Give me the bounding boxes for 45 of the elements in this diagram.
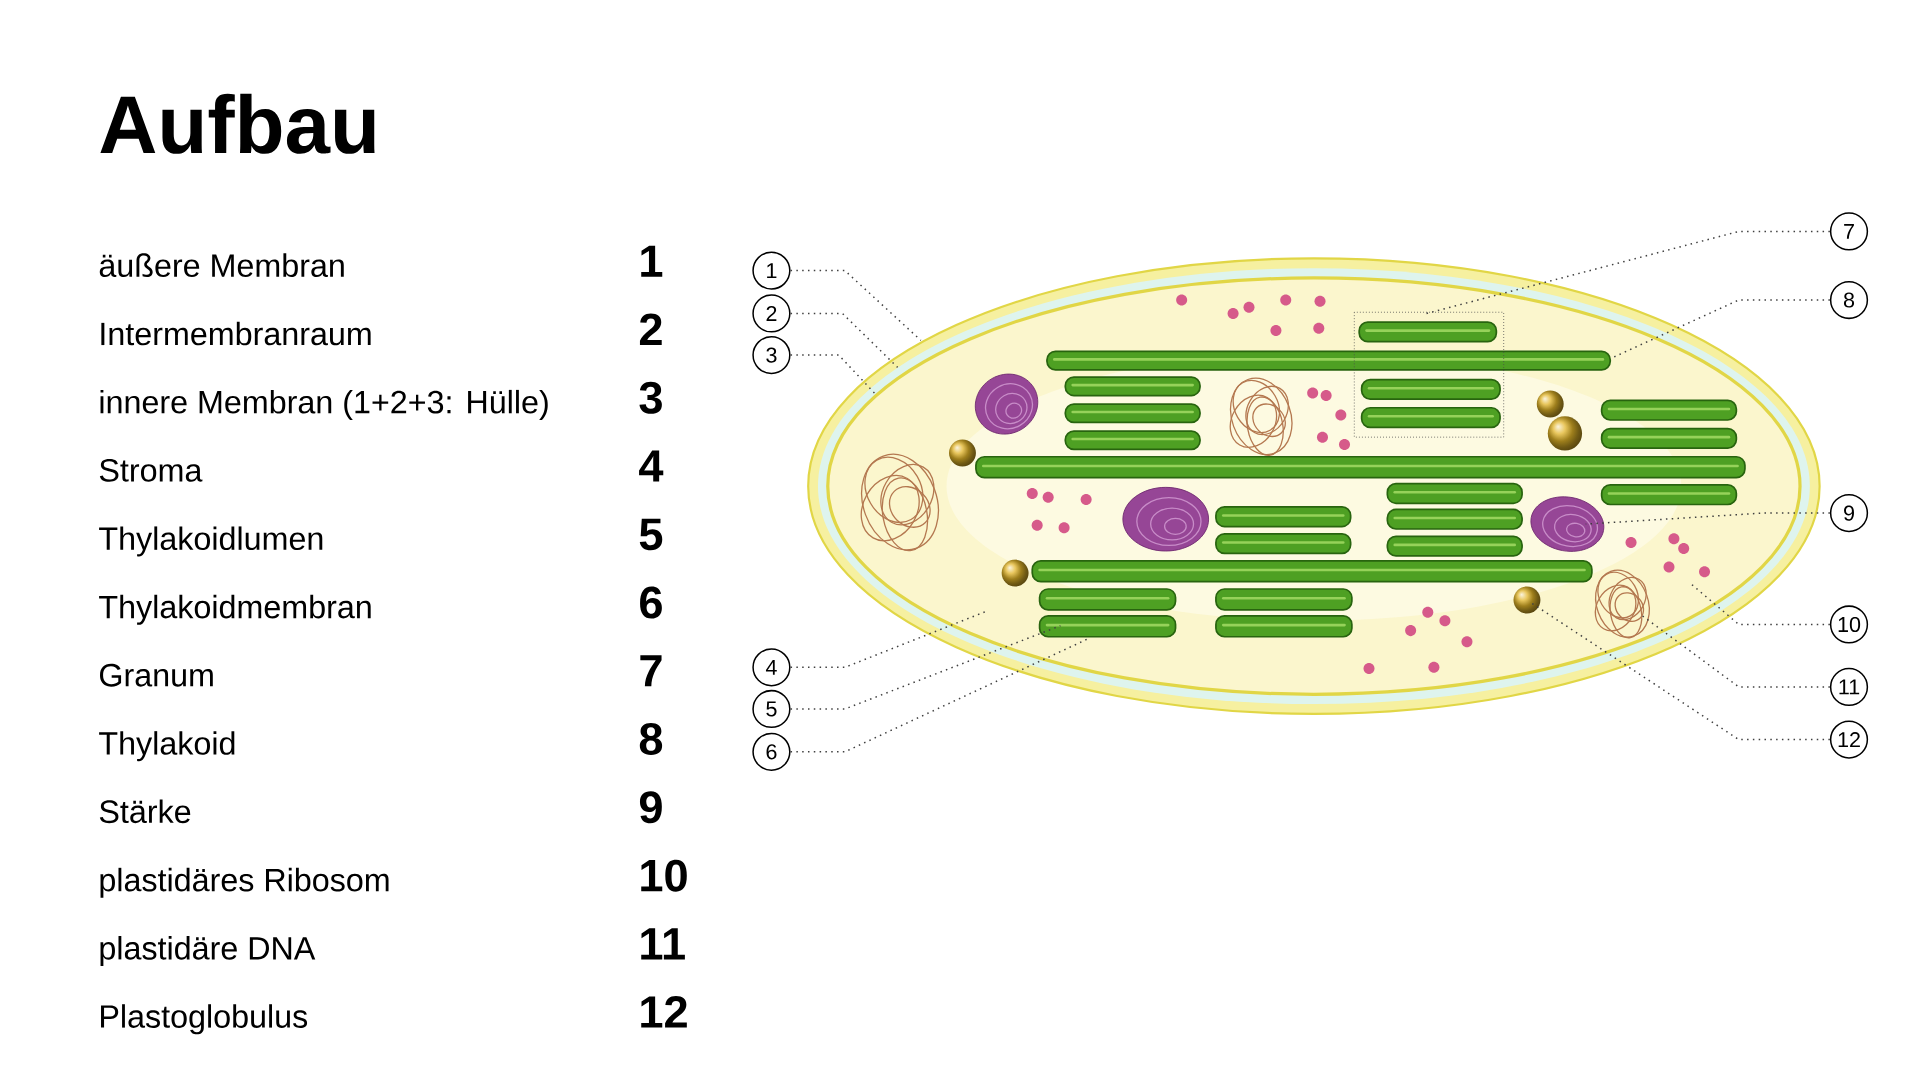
part-name: Plastoglobulus (101, 1004, 308, 1035)
leader-line (1425, 230, 1831, 315)
part-name: Thylakoidmembran (99, 594, 371, 625)
part-name: Thylakoidlumen (99, 526, 323, 557)
callout-number: 10 (1829, 605, 1869, 644)
part-number: 6 (640, 586, 662, 619)
callout-number: 9 (1829, 493, 1869, 533)
part-number: 3 (639, 381, 662, 414)
part-name: plastidäres Ribosom (100, 867, 389, 898)
part-number: 2 (639, 313, 662, 346)
part-name: innere Membran (1+2+3: Hülle) (100, 389, 548, 420)
part-number: 5 (639, 518, 663, 551)
part-name: Stärke (99, 799, 191, 824)
part-number: 7 (640, 655, 662, 687)
callout-number: 8 (1829, 280, 1869, 320)
part-number: 10 (641, 859, 687, 892)
part-name: Granum (100, 663, 213, 687)
callout-number: 1 (752, 251, 791, 290)
leader-line (789, 312, 899, 369)
leader-line (1611, 299, 1831, 359)
leader-line (789, 610, 988, 669)
part-number: 9 (639, 791, 662, 824)
callout-number: 2 (752, 294, 791, 333)
callout-number: 3 (752, 336, 791, 375)
leader-line (1640, 613, 1831, 688)
callout-number: 5 (752, 689, 791, 729)
part-number: 4 (639, 450, 664, 482)
part-number: 11 (641, 928, 685, 960)
leader-line (789, 269, 922, 342)
title: Aufbau (100, 93, 375, 154)
callout-number: 4 (752, 648, 791, 687)
leader-line (1529, 601, 1831, 741)
part-number: 1 (641, 245, 663, 277)
part-name: Thylakoid (99, 731, 235, 762)
callout-number: 6 (752, 732, 791, 771)
part-name: äußere Membran (99, 253, 344, 278)
part-name: Intermembranraum (101, 321, 371, 346)
callout-number: 12 (1829, 720, 1869, 759)
callout-number: 11 (1829, 667, 1869, 707)
part-number: 8 (639, 723, 663, 755)
part-name: Stroma (99, 458, 203, 482)
part-number: 12 (641, 996, 687, 1028)
part-name: plastidäre DNA (100, 936, 316, 967)
leader-line (1689, 582, 1831, 626)
callout-number: 7 (1829, 212, 1869, 251)
